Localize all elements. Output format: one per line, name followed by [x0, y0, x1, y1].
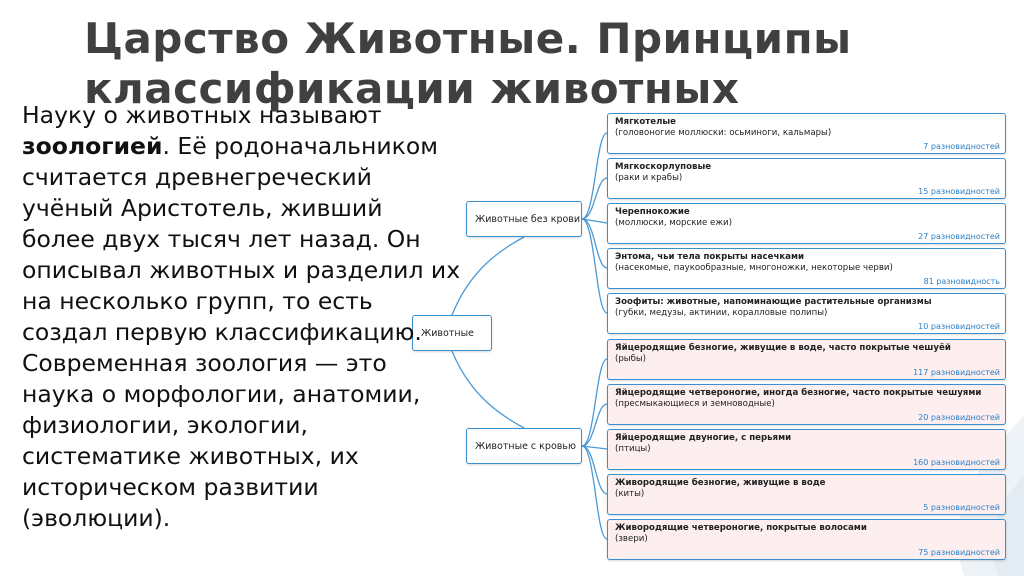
leaf-title: Яйцеродящие двуногие, с перьями	[615, 433, 792, 443]
leaf-box: Мягкотелые (головоногие моллюски: осьмин…	[607, 113, 1006, 154]
leaf-subtitle: (губки, медузы, актинии, коралловые поли…	[615, 308, 828, 318]
leaf-title: Живородящие безногие, живущие в воде	[615, 478, 826, 488]
leaf-count: 160 разновидностей	[913, 458, 1000, 467]
connector-blood-leaf-10	[581, 445, 608, 540]
leaf-subtitle: (киты)	[615, 489, 645, 499]
leaf-title: Живородящие четвероногие, покрытые волос…	[615, 523, 867, 533]
leaf-box: Мягкоскорлуповые (раки и крабы) 15 разно…	[607, 158, 1006, 199]
connector-root-to-no-blood	[451, 236, 525, 316]
category-no-blood-label: Животные без крови	[475, 213, 581, 225]
leaf-count: 27 разновидностей	[918, 232, 1000, 241]
slide-title-line-1: Царство Животные. Принципы	[84, 14, 852, 63]
leaf-subtitle: (звери)	[615, 534, 648, 544]
leaf-subtitle: (моллюски, морские ежи)	[615, 218, 732, 228]
connector-no-blood-leaf-3	[581, 218, 608, 224]
leaf-count: 75 разновидностей	[918, 548, 1000, 557]
leaf-count: 117 разновидностей	[913, 368, 1000, 377]
leaf-title: Мягкотелые	[615, 117, 676, 127]
leaf-box: Черепнокожие (моллюски, морские ежи) 27 …	[607, 203, 1006, 244]
body-text-part-2: . Её родоначальником считается древнегре…	[22, 132, 461, 532]
leaf-count: 7 разновидностей	[923, 142, 1000, 151]
body-text-part-1: Науку о животных называют	[22, 101, 382, 129]
leaf-box: Живородящие четвероногие, покрытые волос…	[607, 519, 1006, 560]
leaf-title: Яйцеродящие безногие, живущие в воде, ча…	[615, 343, 951, 353]
leaf-box: Энтома, чьи тела покрыты насечками (насе…	[607, 248, 1006, 289]
leaf-title: Мягкоскорлуповые	[615, 162, 712, 172]
leaf-count: 20 разновидностей	[918, 413, 1000, 422]
connector-no-blood-leaf-2	[581, 177, 608, 220]
category-blood-label: Животные с кровью	[475, 440, 576, 452]
slide-title-line-2: классификации животных	[84, 64, 740, 113]
diagram-root-node: Животные	[412, 315, 492, 351]
leaf-box: Яйцеродящие безногие, живущие в воде, ча…	[607, 339, 1006, 380]
leaf-title: Зоофиты: животные, напоминающие растител…	[615, 297, 932, 307]
leaf-count: 81 разновидность	[923, 277, 1000, 286]
connector-blood-leaf-8	[581, 445, 608, 450]
connector-blood-leaf-7	[581, 403, 608, 447]
connector-root-to-blood	[451, 350, 525, 429]
connector-blood-leaf-6	[581, 358, 608, 447]
body-text: Науку о животных называют зоологией. Её …	[22, 100, 462, 534]
leaf-count: 15 разновидностей	[918, 187, 1000, 196]
leaf-title: Яйцеродящие четвероногие, иногда безноги…	[615, 388, 982, 398]
leaf-subtitle: (пресмыкающиеся и земноводные)	[615, 399, 775, 409]
leaf-box: Яйцеродящие двуногие, с перьями (птицы) …	[607, 429, 1006, 470]
leaf-subtitle: (головоногие моллюски: осьминоги, кальма…	[615, 128, 832, 138]
leaf-title: Черепнокожие	[615, 207, 690, 217]
leaf-subtitle: (птицы)	[615, 444, 651, 454]
leaf-box: Яйцеродящие четвероногие, иногда безноги…	[607, 384, 1006, 425]
leaf-subtitle: (раки и крабы)	[615, 173, 683, 183]
category-no-blood: Животные без крови	[466, 201, 582, 237]
leaf-count: 5 разновидностей	[923, 503, 1000, 512]
root-node-label: Животные	[421, 327, 474, 339]
slide-title: Царство Животные. Принципы классификации…	[84, 14, 1014, 114]
connector-no-blood-leaf-5	[581, 218, 608, 314]
leaf-subtitle: (насекомые, паукообразные, многоножки, н…	[615, 263, 893, 273]
leaf-subtitle: (рыбы)	[615, 354, 647, 364]
leaf-box: Живородящие безногие, живущие в воде (ки…	[607, 474, 1006, 515]
category-blood: Животные с кровью	[466, 428, 582, 464]
connector-no-blood-leaf-1	[581, 132, 608, 220]
leaf-box: Зоофиты: животные, напоминающие растител…	[607, 293, 1006, 334]
body-text-bold-term: зоологией	[22, 132, 163, 160]
leaf-title: Энтома, чьи тела покрыты насечками	[615, 252, 805, 262]
leaf-count: 10 разновидностей	[918, 322, 1000, 331]
